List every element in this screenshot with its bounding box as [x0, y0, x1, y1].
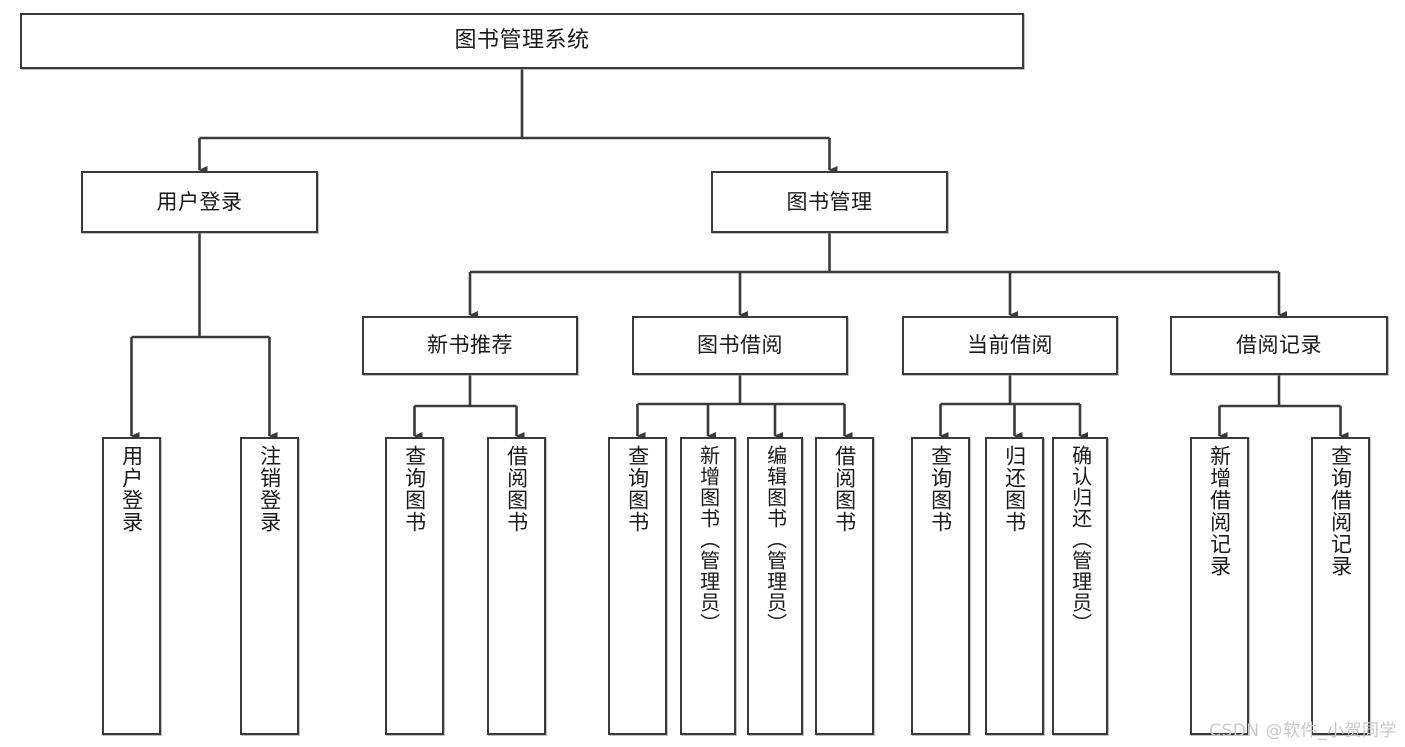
node-user-login-label: 用户登录 — [156, 189, 243, 214]
node-leaf-borrow-book-1[interactable]: 借阅图书 — [487, 437, 546, 735]
node-root-label: 图书管理系统 — [454, 28, 590, 54]
node-leaf-add-record-label: 新增借阅记录 — [1207, 445, 1232, 577]
watermark: CSDN @软件_小贺同学 — [1209, 721, 1397, 741]
node-leaf-edit-book[interactable]: 编辑图书（管理员） — [747, 437, 803, 735]
node-leaf-query-book-2[interactable]: 查询图书 — [608, 437, 667, 735]
node-borrow-record[interactable]: 借阅记录 — [1170, 316, 1388, 375]
node-root[interactable]: 图书管理系统 — [20, 13, 1024, 69]
node-leaf-borrow-book-2[interactable]: 借阅图书 — [815, 437, 874, 735]
node-leaf-return-book[interactable]: 归还图书 — [985, 437, 1044, 735]
node-leaf-edit-book-label: 编辑图书（管理员） — [763, 445, 788, 634]
node-current-borrow[interactable]: 当前借阅 — [902, 316, 1118, 375]
node-leaf-user-logout-label: 注销登录 — [257, 445, 282, 533]
node-new-book-rec[interactable]: 新书推荐 — [362, 316, 578, 375]
node-leaf-user-login-label: 用户登录 — [119, 445, 144, 533]
node-leaf-add-book[interactable]: 新增图书（管理员） — [680, 437, 736, 735]
node-leaf-borrow-book-2-label: 借阅图书 — [832, 445, 857, 533]
node-leaf-confirm-return-label: 确认归还（管理员） — [1068, 445, 1093, 634]
node-user-login[interactable]: 用户登录 — [81, 171, 318, 233]
node-book-manage-label: 图书管理 — [786, 189, 873, 214]
node-leaf-add-record[interactable]: 新增借阅记录 — [1190, 437, 1249, 735]
node-leaf-user-logout[interactable]: 注销登录 — [240, 437, 299, 735]
node-leaf-borrow-book-1-label: 借阅图书 — [504, 445, 529, 533]
node-leaf-query-record-label: 查询借阅记录 — [1328, 445, 1353, 577]
node-leaf-confirm-return[interactable]: 确认归还（管理员） — [1052, 437, 1108, 735]
node-leaf-user-login[interactable]: 用户登录 — [102, 437, 161, 735]
node-new-book-rec-label: 新书推荐 — [427, 333, 513, 358]
node-book-borrow-label: 图书借阅 — [697, 333, 783, 358]
node-leaf-query-record[interactable]: 查询借阅记录 — [1311, 437, 1370, 735]
node-leaf-query-book-3-label: 查询图书 — [928, 445, 953, 533]
node-leaf-query-book-1-label: 查询图书 — [402, 445, 427, 533]
node-leaf-query-book-3[interactable]: 查询图书 — [911, 437, 970, 735]
node-leaf-return-book-label: 归还图书 — [1002, 445, 1027, 533]
node-leaf-query-book-1[interactable]: 查询图书 — [385, 437, 444, 735]
node-borrow-record-label: 借阅记录 — [1236, 333, 1322, 358]
node-book-borrow[interactable]: 图书借阅 — [632, 316, 848, 375]
node-current-borrow-label: 当前借阅 — [967, 333, 1053, 358]
node-leaf-add-book-label: 新增图书（管理员） — [696, 445, 721, 634]
node-book-manage[interactable]: 图书管理 — [711, 171, 948, 233]
node-leaf-query-book-2-label: 查询图书 — [625, 445, 650, 533]
